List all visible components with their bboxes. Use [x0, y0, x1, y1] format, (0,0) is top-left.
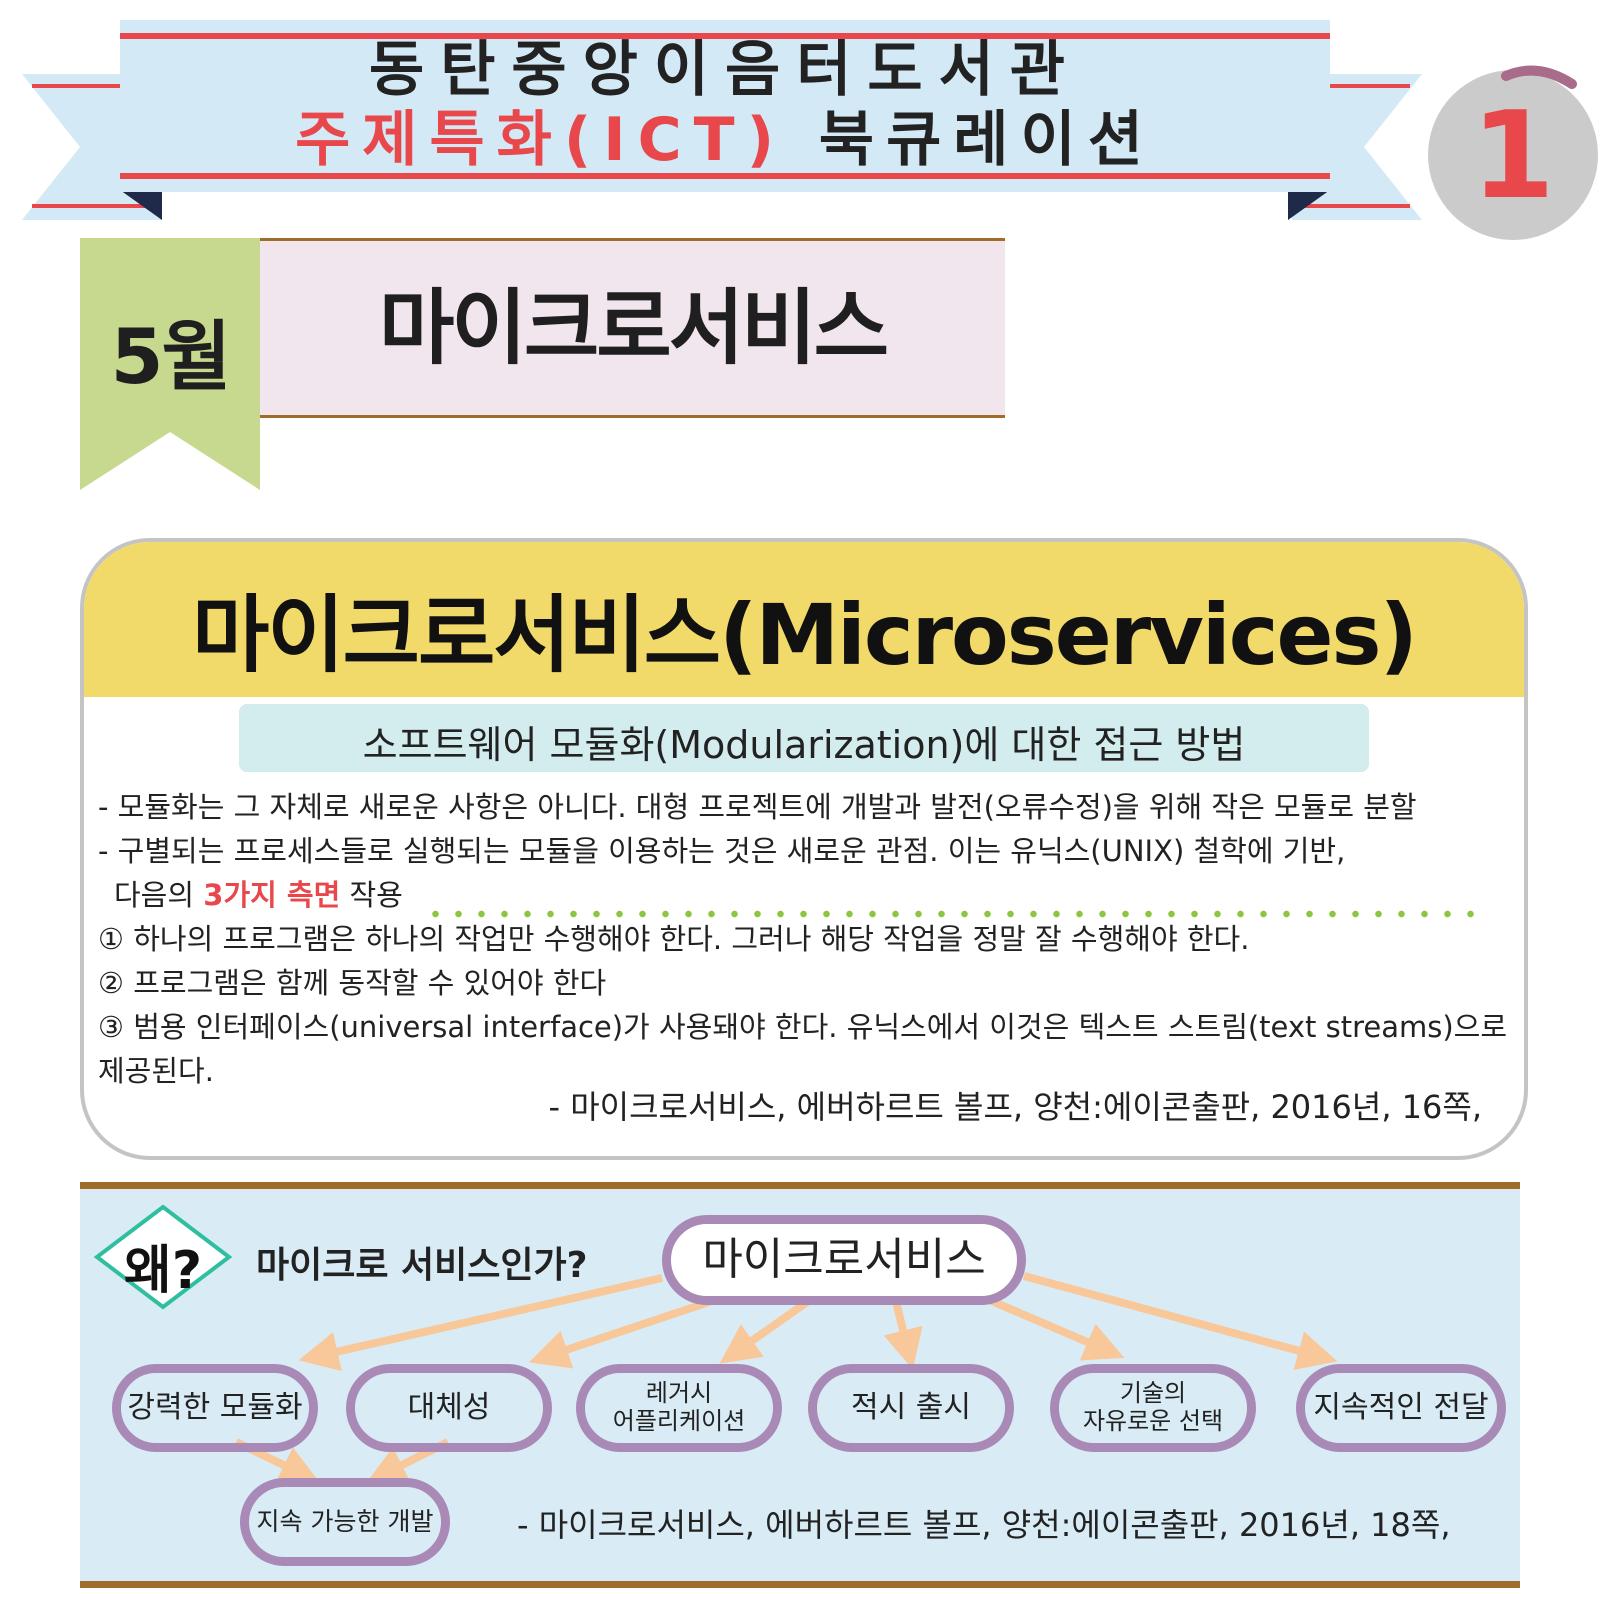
- definition-subtitle: 소프트웨어 모듈화(Modularization)에 대한 접근 방법: [362, 723, 1246, 767]
- definition-subtitle-box: 소프트웨어 모듈화(Modularization)에 대한 접근 방법: [239, 704, 1369, 772]
- definition-title: 마이크로서비스(Microservices): [192, 586, 1418, 684]
- badge-arc-decoration: [1501, 65, 1577, 89]
- principle-3-continued: 제공된다.: [98, 1054, 214, 1088]
- banner-subtitle: 주제특화(ICT) 북큐레이션: [120, 104, 1330, 176]
- why-diamond-badge: [94, 1204, 232, 1310]
- library-name: 동탄중앙이음터도서관: [369, 35, 1081, 105]
- definition-card: 마이크로서비스(Microservices) 소프트웨어 모듈화(Modular…: [80, 538, 1528, 1160]
- principle-3: ③ 범용 인터페이스(universal interface)가 사용돼야 한다…: [98, 1010, 1508, 1044]
- benefit-strong-modularization: 강력한 모듈화: [112, 1364, 318, 1452]
- month-ribbon: [80, 238, 260, 490]
- benefit-legacy-application: 레거시 어플리케이션: [576, 1364, 782, 1452]
- three-aspects-highlight: 3가지 측면: [203, 878, 341, 912]
- banner-subtitle-theme: 주제특화(ICT): [295, 105, 787, 175]
- definition-line-2: - 구별되는 프로세스들로 실행되는 모듈을 이용하는 것은 새로운 관점. 이…: [98, 834, 1346, 868]
- why-citation: - 마이크로서비스, 에버하르트 볼프, 양천:에이콘출판, 2016년, 18…: [517, 1506, 1451, 1544]
- benefit-replaceability: 대체성: [346, 1364, 552, 1452]
- benefit-continuous-delivery: 지속적인 전달: [1296, 1364, 1506, 1452]
- dotted-leader: [424, 909, 1484, 919]
- microservices-center-node: 마이크로서비스: [662, 1215, 1026, 1305]
- definition-line-1: - 모듈화는 그 자체로 새로운 사항은 아니다. 대형 프로젝트에 개발과 발…: [98, 790, 1417, 824]
- definition-line-3: 다음의 3가지 측면 작용: [114, 872, 403, 914]
- page-number-badge: 1: [1428, 70, 1598, 240]
- why-question: 마이크로 서비스인가?: [256, 1245, 588, 1286]
- banner-subtitle-curation: 북큐레이션: [818, 105, 1155, 175]
- sustainable-development-node: 지속 가능한 개발: [240, 1478, 450, 1566]
- principle-1: ① 하나의 프로그램은 하나의 작업만 수행해야 한다. 그러나 해당 작업을 …: [98, 922, 1250, 956]
- topic-box: 마이크로서비스: [260, 238, 1005, 418]
- definition-header: 마이크로서비스(Microservices): [84, 542, 1524, 697]
- why-badge-label: 왜?: [123, 1241, 202, 1301]
- benefit-free-technology-choice: 기술의 자유로운 선택: [1050, 1364, 1256, 1452]
- month-label: 5월: [110, 312, 232, 401]
- page-number: 1: [1471, 87, 1555, 226]
- principle-2: ② 프로그램은 함께 동작할 수 있어야 한다: [98, 966, 607, 1000]
- definition-citation: - 마이크로서비스, 에버하르트 볼프, 양천:에이콘출판, 2016년, 16…: [548, 1088, 1483, 1126]
- definition-line-3-prefix: 다음의: [114, 878, 204, 912]
- definition-line-3-suffix: 작용: [340, 878, 403, 912]
- benefit-time-to-market: 적시 출시: [808, 1364, 1014, 1452]
- topic-title: 마이크로서비스: [378, 281, 889, 376]
- title-banner-ribbon: [22, 20, 1422, 220]
